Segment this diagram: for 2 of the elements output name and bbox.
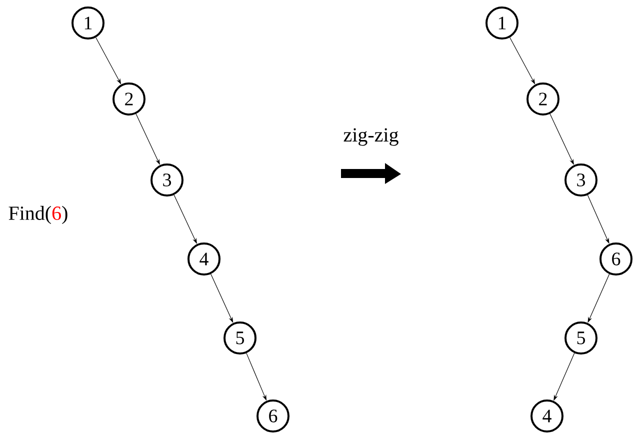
operation-label: zig-zig [344, 128, 398, 146]
find-label: Find(6) [8, 206, 68, 224]
